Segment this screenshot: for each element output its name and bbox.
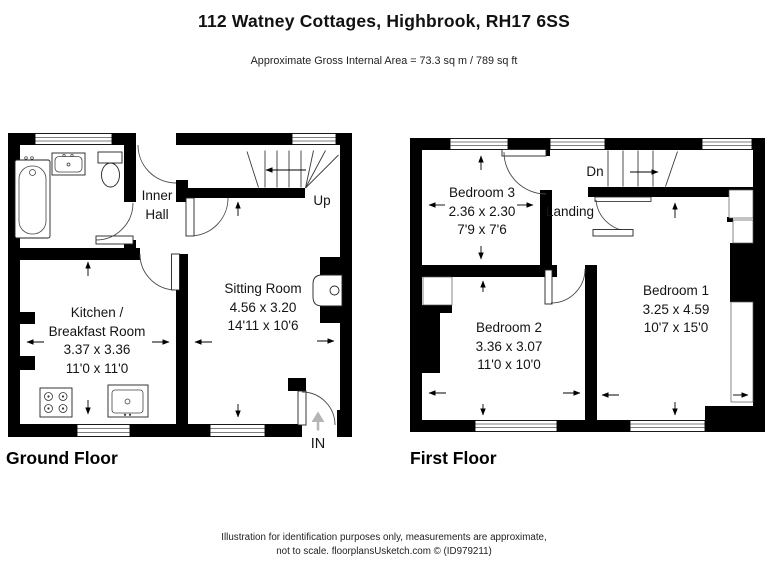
page-title: 112 Watney Cottages, Highbrook, RH17 6SS (197, 11, 571, 31)
stairs-down-icon (607, 150, 678, 187)
disclaimer-line1: Illustration for identification purposes… (221, 532, 547, 543)
kitchen-dim-imperial: 11'0 x 11'0 (65, 360, 129, 376)
bedroom3-dim-metric: 2.36 x 2.30 (448, 203, 516, 219)
bathroom-window-icon (34, 133, 113, 145)
kitchen-sink-icon (107, 384, 149, 418)
bedroom3-window-icon (449, 138, 509, 150)
page-subtitle: Approximate Gross Internal Area = 73.3 s… (250, 55, 518, 67)
bedroom3-name: Bedroom 3 (448, 185, 516, 200)
entrance-arrow-icon (311, 411, 325, 431)
bedroom1-alcove-upper (728, 189, 754, 219)
bedroom1-door-arc (595, 199, 632, 232)
landing-label: Landing (545, 204, 595, 219)
bedroom1-alcove-mid (732, 219, 754, 244)
stove-icon (39, 387, 73, 418)
ground-floor-walls (8, 133, 352, 437)
kitchen-name-line1: Kitchen / (70, 305, 124, 320)
sitting-room-dim-metric: 4.56 x 3.20 (229, 299, 297, 315)
bedroom1-top-window-icon (701, 138, 753, 150)
disclaimer-line2: not to scale. floorplansUsketch.com © (I… (276, 546, 492, 557)
sitting-room-door-leaf (185, 197, 195, 237)
kitchen-dim-metric: 3.37 x 3.36 (63, 342, 131, 357)
bedroom2-dim-metric: 3.36 x 3.07 (475, 338, 543, 354)
ground-floor-plan (8, 133, 352, 437)
bedroom2-alcove (422, 276, 453, 306)
bedroom2-window-icon (474, 420, 558, 432)
bedroom1-recess (730, 301, 754, 403)
bedroom1-name: Bedroom 1 (642, 283, 710, 298)
ground-floor-label: Ground Floor (6, 448, 118, 468)
first-floor-doors (501, 149, 652, 305)
kitchen-name-line2: Breakfast Room (48, 323, 146, 339)
entrance-door-arc (301, 391, 336, 426)
room-label-sitting-room: Sitting Room 4.56 x 3.20 14'11 x 10'6 (224, 280, 301, 336)
boiler-icon (312, 274, 343, 307)
first-dimension-arrows (428, 155, 749, 416)
stairs-down-label: Dn (586, 164, 604, 179)
bedroom2-dim-imperial: 11'0 x 10'0 (477, 357, 541, 372)
bedroom3-door-arc (503, 151, 547, 195)
bedroom2-door-arc (550, 268, 586, 304)
ground-floor-doors (95, 144, 336, 426)
first-floor-alcoves (422, 189, 754, 403)
bedroom2-door-leaf (544, 269, 553, 305)
bedroom1-dim-metric: 3.25 x 4.59 (642, 301, 710, 317)
sitting-room-window-icon (209, 424, 266, 437)
ground-dimension-arrows (26, 201, 335, 418)
inner-hall-line2: Hall (145, 206, 169, 222)
first-floor-walls (410, 138, 765, 432)
sitting-room-name: Sitting Room (224, 281, 302, 296)
bedroom3-door-leaf (501, 149, 547, 157)
bedroom1-dim-imperial: 10'7 x 15'0 (643, 320, 709, 335)
entrance-door-leaf (297, 390, 307, 426)
bedroom3-dim-imperial: 7'9 x 7'6 (457, 222, 507, 237)
room-label-inner-hall: Inner Hall (142, 187, 173, 224)
entrance-label: IN (310, 436, 326, 452)
first-floor-label: First Floor (410, 448, 497, 468)
bathroom-sink-icon (51, 152, 86, 176)
kitchen-door-leaf (171, 253, 180, 291)
kitchen-window-icon (76, 424, 131, 437)
landing-window-icon (549, 138, 606, 150)
landing-bulkhead (592, 229, 634, 237)
inner-hall-line1: Inner (141, 188, 173, 203)
kitchen-door-arc (139, 253, 177, 291)
stairs-window-icon (291, 133, 337, 145)
room-label-bedroom2: Bedroom 2 3.36 x 3.07 11'0 x 10'0 (476, 319, 543, 375)
bedroom1-window-icon (629, 420, 706, 432)
room-label-bedroom1: Bedroom 1 3.25 x 4.59 10'7 x 15'0 (643, 282, 710, 338)
toilet-icon (97, 151, 123, 188)
back-door-arc (137, 144, 177, 184)
bedroom1-door-leaf (594, 196, 652, 202)
bedroom2-name: Bedroom 2 (475, 320, 543, 335)
stairs-up-icon (246, 150, 339, 189)
room-label-bedroom3: Bedroom 3 2.36 x 2.30 7'9 x 7'6 (449, 184, 516, 240)
bathroom-door-arc (95, 202, 134, 241)
ground-floor-windows (34, 133, 337, 437)
disclaimer: Illustration for identification purposes… (0, 531, 768, 559)
first-floor-plan (410, 138, 765, 432)
bathtub-icon (14, 156, 51, 239)
sitting-room-door-arc (189, 197, 229, 237)
sitting-room-dim-imperial: 14'11 x 10'6 (227, 318, 299, 333)
first-floor-windows (449, 138, 753, 432)
room-label-kitchen: Kitchen / Breakfast Room 3.37 x 3.36 11'… (49, 304, 146, 378)
stairs-up-label: Up (313, 193, 331, 208)
